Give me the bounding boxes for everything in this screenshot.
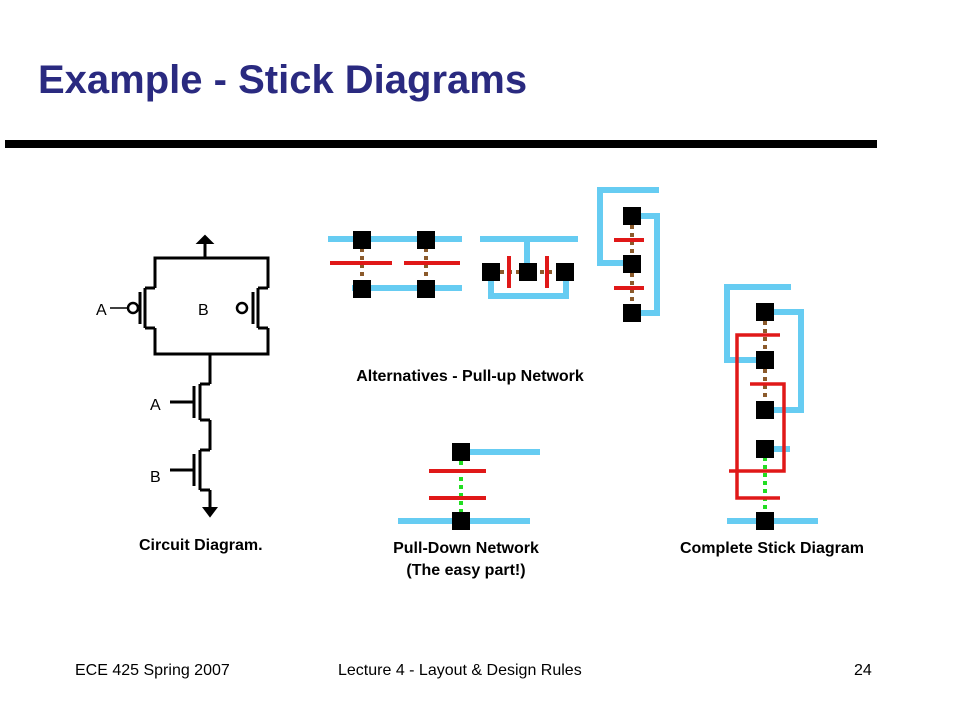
circuit-diagram	[110, 234, 270, 518]
complete-stick-diagram	[724, 284, 818, 530]
nmos-top-label: A	[150, 397, 161, 414]
pullup-alt-3	[597, 187, 660, 322]
nmos-bottom-label: B	[150, 469, 161, 486]
pullup-alt-1	[328, 231, 462, 298]
title-rule	[5, 140, 877, 148]
pullup-caption: Alternatives - Pull-up Network	[356, 368, 584, 385]
pmos-right-label: B	[198, 302, 209, 319]
gnd-arrow	[202, 507, 218, 518]
pulldown-caption-line2: (The easy part!)	[406, 562, 526, 579]
vdd-arrow	[195, 234, 215, 244]
nmos-top	[170, 382, 210, 422]
footer-page-number: 24	[854, 662, 872, 679]
nmos-bottom	[170, 448, 210, 492]
complete-caption: Complete Stick Diagram	[679, 540, 865, 557]
footer-lecture: Lecture 4 - Layout & Design Rules	[338, 662, 582, 679]
pmos-left-label: A	[96, 302, 107, 319]
pmos-rail-top	[153, 256, 270, 288]
pulldown-caption: Pull-Down Network (The easy part!)	[356, 538, 576, 582]
slide-title: Example - Stick Diagrams	[38, 58, 528, 102]
pullup-alt-2	[480, 236, 578, 299]
circuit-caption: Circuit Diagram.	[139, 537, 263, 554]
pmos-left	[110, 286, 155, 330]
footer-course: ECE 425 Spring 2007	[75, 662, 230, 679]
pulldown-network	[398, 443, 540, 530]
output-node	[153, 328, 270, 356]
pmos-right	[235, 286, 268, 330]
pulldown-caption-line1: Pull-Down Network	[393, 540, 539, 557]
